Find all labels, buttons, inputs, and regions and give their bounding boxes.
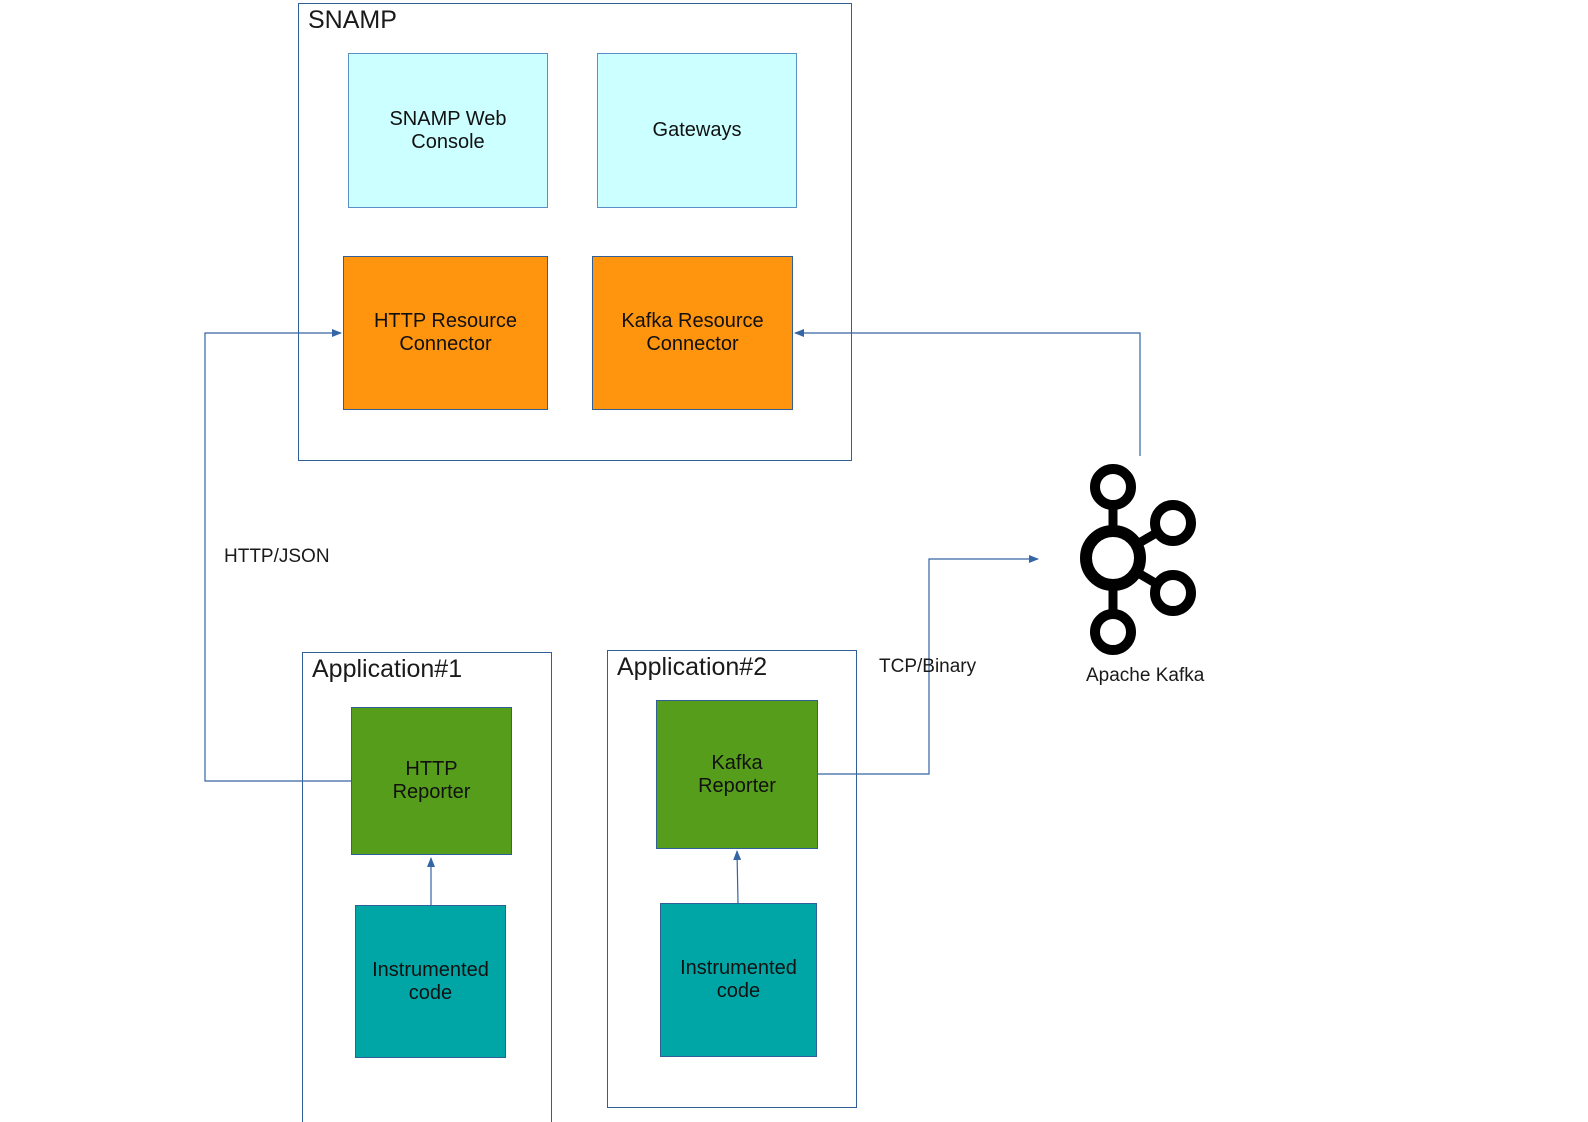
kafka-reporter-label: Kafka Reporter: [698, 751, 776, 797]
snamp-container: SNAMP: [298, 3, 852, 461]
app2-code-to-reporter-arrow: [733, 850, 742, 904]
kafka-to-connector-line: [794, 329, 1141, 456]
snamp-title: SNAMP: [308, 6, 397, 34]
application-1-container: Application#1: [302, 652, 552, 1122]
app2-instrumented-code-box[interactable]: Instrumented code: [660, 903, 817, 1057]
http-json-connector-line: [204, 329, 351, 782]
apache-kafka-logo-icon: [1080, 464, 1196, 655]
app1-instrumented-code-box[interactable]: Instrumented code: [355, 905, 506, 1058]
app1-instrumented-code-label: Instrumented code: [372, 958, 489, 1004]
gateways-label: Gateways: [652, 119, 742, 141]
application-2-container: Application#2: [607, 650, 857, 1108]
http-reporter-box[interactable]: HTTP Reporter: [351, 707, 512, 855]
app2-instrumented-code-label: Instrumented code: [680, 957, 797, 1002]
apache-kafka-label: Apache Kafka: [1086, 665, 1205, 686]
application-1-title: Application#1: [312, 655, 463, 683]
gateways-box[interactable]: Gateways: [597, 53, 797, 208]
tcp-binary-label: TCP/Binary: [879, 656, 977, 677]
application-2-title: Application#2: [617, 653, 768, 681]
http-resource-connector-label: HTTP Resource Connector: [373, 310, 517, 355]
kafka-resource-connector-label: Kafka Resource Connector: [621, 310, 764, 355]
kafka-resource-connector-box[interactable]: Kafka Resource Connector: [592, 256, 793, 410]
tcp-binary-connector-line: [818, 555, 1039, 775]
http-json-label: HTTP/JSON: [224, 546, 330, 567]
http-reporter-label: HTTP Reporter: [392, 758, 471, 803]
snamp-web-console-label: SNAMP Web Console: [389, 107, 507, 153]
snamp-web-console-box[interactable]: SNAMP Web Console: [348, 53, 548, 208]
http-resource-connector-box[interactable]: HTTP Resource Connector: [343, 256, 548, 410]
kafka-reporter-box[interactable]: Kafka Reporter: [656, 700, 818, 849]
